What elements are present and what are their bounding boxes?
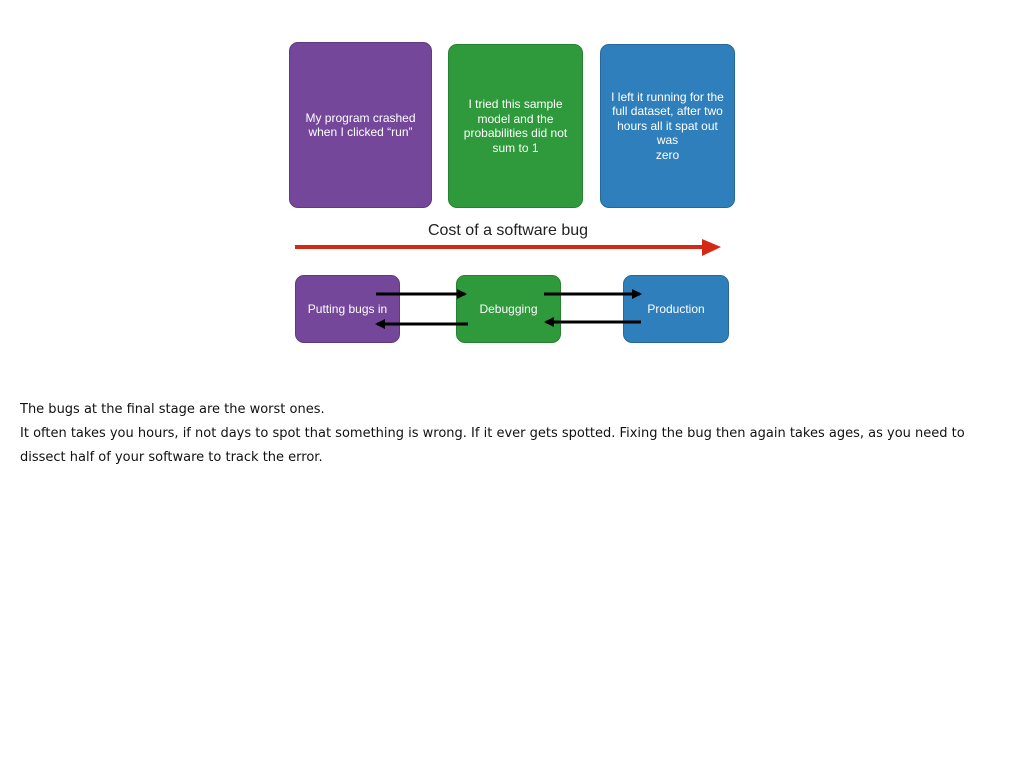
note-paragraph-2: It often takes you hours, if not days to…: [20, 426, 965, 465]
stage-debugging-label: Debugging: [479, 301, 538, 316]
cost-arrow: [295, 239, 721, 256]
card-probabilities: I tried this sample model and the probab…: [448, 44, 583, 208]
card-full-dataset-text: I left it running for the full dataset, …: [611, 89, 724, 162]
note-line-1: The bugs at the final stage are the wors…: [20, 402, 325, 417]
stage-production: Production: [623, 275, 729, 343]
stage-production-label: Production: [647, 301, 705, 316]
stage-debugging: Debugging: [456, 275, 561, 343]
cost-arrow-label: Cost of a software bug: [427, 222, 589, 239]
card-full-dataset: I left it running for the full dataset, …: [600, 44, 735, 208]
cost-arrow-head: [702, 239, 721, 256]
card-probabilities-text: I tried this sample model and the probab…: [463, 97, 568, 155]
card-program-crashed-text: My program crashed when I clicked “run”: [305, 110, 416, 140]
stage-putting-bugs-in-label: Putting bugs in: [307, 301, 388, 316]
card-program-crashed: My program crashed when I clicked “run”: [289, 42, 432, 208]
stage-putting-bugs-in: Putting bugs in: [295, 275, 400, 343]
